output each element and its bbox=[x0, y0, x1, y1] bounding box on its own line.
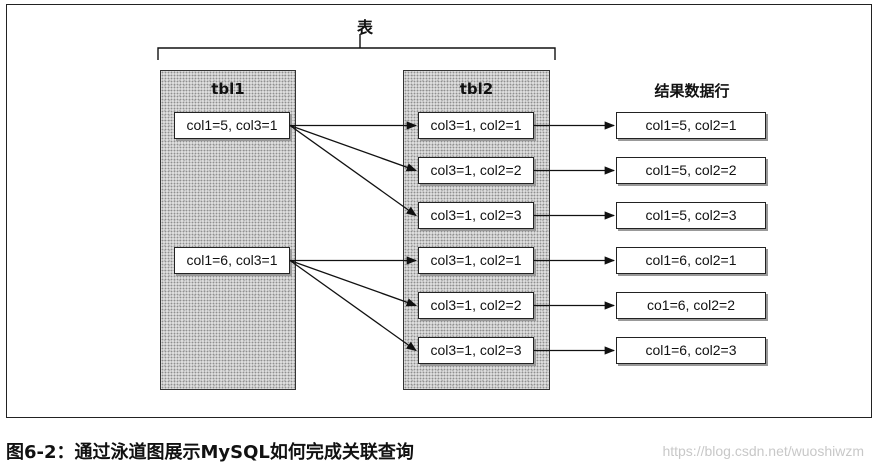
result-rows-title: 结果数据行 bbox=[654, 82, 730, 100]
join-arrow bbox=[289, 124, 417, 217]
result-row: co1=6, col2=2 bbox=[616, 292, 766, 319]
tbl1-row: col1=6, col3=1 bbox=[174, 247, 290, 274]
tbl2-row: col3=1, col2=1 bbox=[418, 247, 534, 274]
watermark: https://blog.csdn.net/wuoshiwzm bbox=[662, 443, 864, 459]
tbl2-row: col3=1, col2=3 bbox=[418, 337, 534, 364]
tbl1-row: col1=5, col3=1 bbox=[174, 112, 290, 139]
tbl2-row: col3=1, col2=2 bbox=[418, 292, 534, 319]
result-row: col1=6, col2=1 bbox=[616, 247, 766, 274]
join-arrow bbox=[289, 259, 417, 352]
tbl2-title: tbl2 bbox=[459, 80, 494, 98]
join-arrow bbox=[289, 259, 417, 307]
tables-bracket bbox=[157, 47, 556, 60]
tbl2-row: col3=1, col2=3 bbox=[418, 202, 534, 229]
tbl2-row: col3=1, col2=2 bbox=[418, 157, 534, 184]
result-row: col1=5, col2=3 bbox=[616, 202, 766, 229]
join-arrow bbox=[289, 124, 417, 172]
result-row: col1=5, col2=1 bbox=[616, 112, 766, 139]
join-arrows bbox=[289, 121, 616, 355]
tables-group-label: 表 bbox=[356, 18, 373, 37]
result-row: col1=6, col2=3 bbox=[616, 337, 766, 364]
figure-caption: 图6-2：通过泳道图展示MySQL如何完成关联查询 bbox=[6, 442, 414, 463]
result-row: col1=5, col2=2 bbox=[616, 157, 766, 184]
tbl2-row: col3=1, col2=1 bbox=[418, 112, 534, 139]
tbl1-title: tbl1 bbox=[211, 80, 245, 98]
